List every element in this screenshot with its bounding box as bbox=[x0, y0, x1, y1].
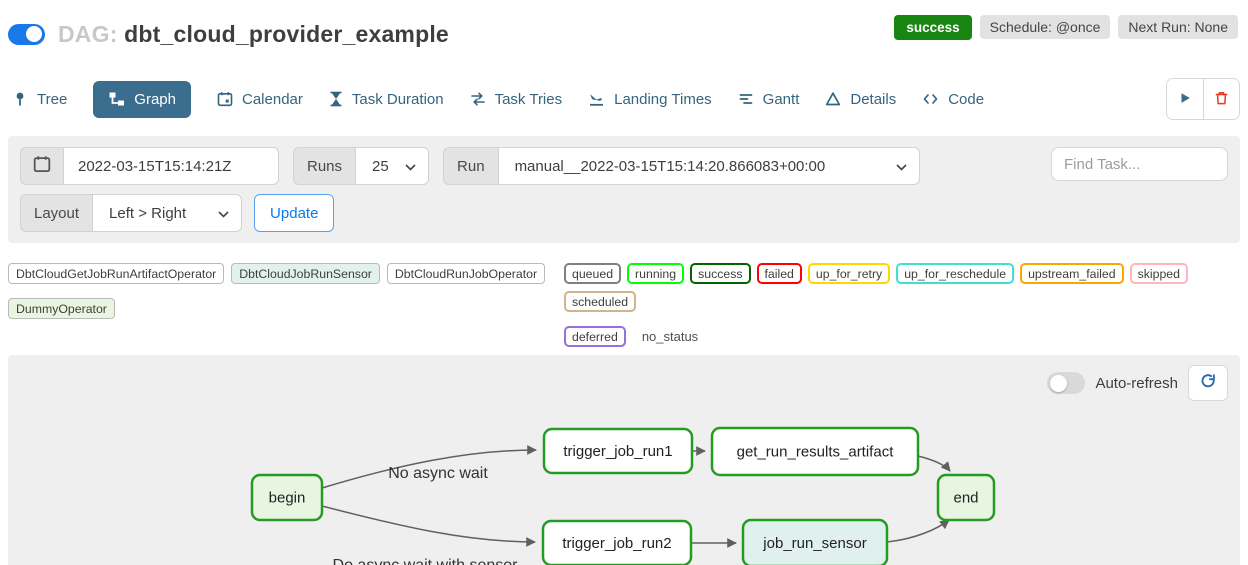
code-icon bbox=[922, 91, 939, 107]
graph-edge bbox=[321, 445, 537, 489]
runs-select[interactable]: 25 bbox=[355, 147, 430, 185]
refresh-icon bbox=[1200, 373, 1217, 393]
trash-icon bbox=[1214, 90, 1229, 109]
status-badge: deferred bbox=[564, 326, 626, 347]
graph-node-rect[interactable] bbox=[542, 427, 694, 475]
dag-action-buttons bbox=[1166, 78, 1240, 120]
delete-dag-button[interactable] bbox=[1203, 79, 1239, 119]
layout-group: Layout Left > Right bbox=[20, 194, 243, 232]
graph-node-rect[interactable] bbox=[250, 473, 324, 522]
edge-label: Do async wait with sensor bbox=[333, 557, 519, 565]
graph-node-trigger_job_run2[interactable]: trigger_job_run2 bbox=[541, 519, 693, 565]
dag-name: dbt_cloud_provider_example bbox=[124, 20, 449, 47]
status-badge: up_for_reschedule bbox=[896, 263, 1015, 284]
operator-legend: DbtCloudGetJobRunArtifactOperator DbtClou… bbox=[8, 263, 558, 319]
dag-label: DAG: bbox=[58, 20, 118, 47]
triangle-icon bbox=[825, 91, 841, 107]
operator-badge: DummyOperator bbox=[8, 298, 115, 319]
header-badges: success Schedule: @once Next Run: None bbox=[894, 14, 1238, 40]
date-group bbox=[20, 147, 279, 185]
toggle-knob bbox=[1049, 374, 1067, 392]
base-date-input[interactable] bbox=[64, 157, 278, 175]
update-button[interactable]: Update bbox=[254, 194, 335, 232]
plane-landing-icon bbox=[588, 91, 605, 107]
status-badge: skipped bbox=[1129, 263, 1188, 284]
graph-node-end[interactable]: end bbox=[936, 473, 996, 522]
filter-row-1: Runs 25 Run manual__2022-03-15T15:14:20.… bbox=[20, 147, 1228, 185]
refresh-controls: Auto-refresh bbox=[1047, 365, 1228, 401]
edge-label: No async wait bbox=[388, 465, 488, 482]
operator-badge: DbtCloudRunJobOperator bbox=[386, 263, 546, 284]
chevron-down-icon bbox=[405, 158, 416, 175]
status-badge: upstream_failed bbox=[1020, 263, 1124, 284]
legend: DbtCloudGetJobRunArtifactOperator DbtClou… bbox=[8, 263, 1240, 347]
runs-group: Runs 25 bbox=[293, 147, 430, 185]
layout-select[interactable]: Left > Right bbox=[92, 194, 243, 232]
play-icon bbox=[1178, 91, 1192, 108]
graph-panel: Auto-refresh No async wait Do async wait … bbox=[8, 355, 1240, 565]
tab-details[interactable]: Details bbox=[825, 91, 896, 108]
graph-node-job_run_sensor[interactable]: job_run_sensor bbox=[741, 518, 889, 565]
status-badge: queued bbox=[564, 263, 622, 284]
status-badge: up_for_retry bbox=[807, 263, 891, 284]
graph-icon bbox=[108, 91, 125, 107]
layout-label: Layout bbox=[20, 194, 94, 232]
page-title: DAG: dbt_cloud_provider_example bbox=[58, 21, 449, 48]
graph-node-trigger_job_run1[interactable]: trigger_job_run1 bbox=[542, 427, 694, 475]
runs-label: Runs bbox=[293, 147, 357, 185]
graph-node-begin[interactable]: begin bbox=[250, 473, 324, 522]
status-badge: scheduled bbox=[564, 291, 637, 312]
dag-header: DAG: dbt_cloud_provider_example success … bbox=[0, 0, 1248, 52]
toggle-knob bbox=[26, 26, 42, 42]
tab-landing-times[interactable]: Landing Times bbox=[588, 91, 712, 108]
next-run-badge: Next Run: None bbox=[1118, 14, 1238, 39]
view-tabs: Tree Graph Calendar Task Duration Task T… bbox=[0, 78, 1248, 120]
schedule-badge: Schedule: @once bbox=[979, 14, 1111, 39]
tab-graph[interactable]: Graph bbox=[93, 80, 191, 118]
refresh-button[interactable] bbox=[1188, 365, 1228, 401]
calendar-icon bbox=[217, 91, 233, 107]
tab-code[interactable]: Code bbox=[922, 91, 984, 108]
graph-node-get_run_results_artifact[interactable]: get_run_results_artifact bbox=[710, 426, 920, 477]
trigger-dag-button[interactable] bbox=[1167, 79, 1203, 119]
status-badge: failed bbox=[756, 263, 802, 284]
graph-node-rect[interactable] bbox=[541, 519, 693, 565]
graph-node-rect[interactable] bbox=[741, 518, 889, 565]
auto-refresh-toggle[interactable] bbox=[1047, 372, 1086, 394]
graph-node-rect[interactable] bbox=[710, 426, 920, 477]
graph-node-rect[interactable] bbox=[936, 473, 996, 522]
chevron-down-icon bbox=[895, 158, 907, 175]
tab-task-duration[interactable]: Task Duration bbox=[329, 91, 444, 108]
tab-task-tries[interactable]: Task Tries bbox=[470, 91, 562, 108]
gantt-icon bbox=[738, 91, 754, 107]
auto-refresh-label: Auto-refresh bbox=[1095, 374, 1178, 392]
graph-edge bbox=[886, 519, 950, 543]
tab-calendar[interactable]: Calendar bbox=[217, 91, 303, 108]
no-status-label: no_status bbox=[641, 329, 699, 344]
operator-badge: DbtCloudGetJobRunArtifactOperator bbox=[8, 263, 225, 284]
base-date-field bbox=[63, 147, 279, 185]
tab-tree[interactable]: Tree bbox=[12, 91, 67, 108]
run-group: Run manual__2022-03-15T15:14:20.866083+0… bbox=[443, 147, 920, 185]
filter-row-2: Layout Left > Right Update bbox=[20, 194, 1228, 232]
status-badge: success bbox=[690, 263, 751, 284]
status-badge: running bbox=[627, 263, 685, 284]
operator-badge: DbtCloudJobRunSensor bbox=[231, 263, 380, 284]
calendar-icon bbox=[33, 155, 51, 177]
tree-icon bbox=[12, 91, 28, 107]
repeat-icon bbox=[470, 91, 486, 107]
graph-edge bbox=[917, 455, 951, 472]
tab-gantt[interactable]: Gantt bbox=[738, 91, 799, 108]
run-label: Run bbox=[443, 147, 499, 185]
find-task-input[interactable] bbox=[1051, 147, 1228, 181]
chevron-down-icon bbox=[218, 205, 229, 222]
status-badge: success bbox=[894, 14, 972, 40]
graph-edge bbox=[321, 505, 536, 547]
hourglass-icon bbox=[329, 91, 343, 107]
dag-pause-toggle[interactable] bbox=[8, 23, 45, 45]
calendar-picker-button[interactable] bbox=[20, 147, 64, 185]
run-select[interactable]: manual__2022-03-15T15:14:20.866083+00:00 bbox=[497, 147, 920, 185]
filter-panel: Runs 25 Run manual__2022-03-15T15:14:20.… bbox=[8, 136, 1240, 243]
